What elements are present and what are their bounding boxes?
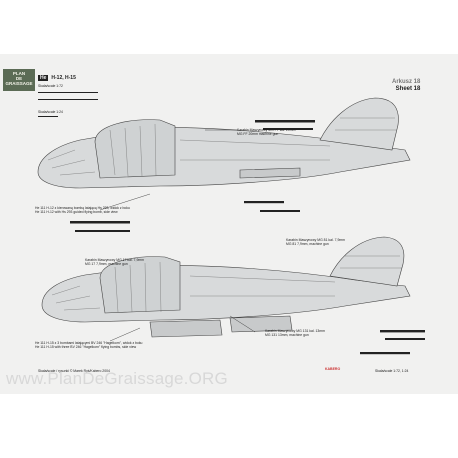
caption-h12: He 111 H-12 z kierowaną bombą latającą H… bbox=[35, 206, 130, 214]
sheet-number: Arkusz 18 Sheet 18 bbox=[392, 79, 421, 92]
scale-label-bottom: Skala/scale 1:24 bbox=[38, 110, 63, 114]
kabero-brand: KABERO bbox=[325, 367, 341, 371]
callout-mg131: Karabin Maszynowy MG 131 kal. 13mm MG 13… bbox=[265, 329, 325, 337]
model-title: H-12, H-15 bbox=[51, 75, 76, 81]
model-badge: He bbox=[38, 75, 49, 81]
callout-mg-ff: Karabin Maszynowy MG FF kal. 20mm MG FF … bbox=[237, 128, 296, 136]
callout-mg17: Karabin Maszynowy MG 17 kal. 7,9mm MG 17… bbox=[85, 258, 144, 266]
footer-scale-note: Skala/scale 1:72, 1:24 bbox=[375, 369, 409, 373]
scale-label-top: Skala/scale 1:72 bbox=[38, 84, 63, 88]
copyright-text: Skala/scale / rysunki © Marek Ryś/Kabero… bbox=[38, 369, 110, 373]
scale-bar-bottom bbox=[38, 116, 58, 117]
scale-bar-mid bbox=[38, 99, 98, 100]
scale-bar-top bbox=[38, 92, 98, 93]
site-logo: PLAN DE GRAISSAGE bbox=[3, 69, 35, 91]
callout-mg81: Karabin Maszynowy MG 81 kal. 7,9mm MG 81… bbox=[286, 238, 345, 246]
caption-h15: He 111 H-15 z 3 bombami latającymi BV 24… bbox=[35, 341, 143, 349]
watermark-url: www.PlanDeGraissage.ORG bbox=[6, 369, 228, 388]
